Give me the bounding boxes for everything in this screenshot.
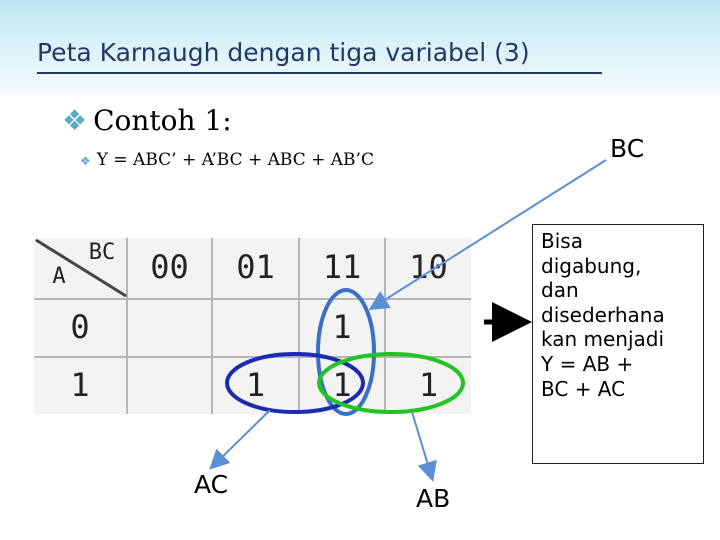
cell-1-10: 1 <box>418 366 439 404</box>
note-line: dan <box>541 278 579 303</box>
title-underline <box>37 72 602 74</box>
slide-header-background <box>0 0 720 95</box>
col-header-01: 01 <box>236 248 275 286</box>
explanation-box: Bisa digabung, dan disederhana kan menja… <box>532 224 704 464</box>
corner-a-label: A <box>52 264 66 289</box>
bullet-example: ❖Contoh 1: <box>62 104 232 137</box>
note-line: disederhana <box>541 302 665 327</box>
grid-line <box>34 356 471 358</box>
grid-line <box>298 238 300 414</box>
corner-bc-label: BC <box>88 240 116 265</box>
label-bc: BC <box>610 134 645 163</box>
note-line: Bisa <box>541 229 583 253</box>
cell-0-11: 1 <box>332 308 352 346</box>
cell-1-11: 1 <box>332 366 352 404</box>
group-ac-ellipse <box>225 352 365 414</box>
bullet-icon: ❖ <box>80 154 91 168</box>
col-header-00: 00 <box>150 248 189 286</box>
note-line: Y = AB + <box>541 351 634 376</box>
cell-1-01: 1 <box>245 366 266 404</box>
group-bc-ellipse <box>316 288 376 416</box>
label-ab: AB <box>416 484 451 513</box>
grid-line <box>384 238 386 414</box>
grid-line <box>126 238 128 414</box>
label-ac: AC <box>194 470 229 499</box>
row-header-1: 1 <box>70 366 90 404</box>
karnaugh-map: BC A 00 01 11 10 0 1 1 1 1 1 <box>34 238 471 414</box>
note-line: BC + AC <box>541 376 626 401</box>
arrow-ac <box>209 409 271 470</box>
grid-line <box>211 238 213 414</box>
arrow-bc <box>368 159 607 311</box>
bullet-icon: ❖ <box>62 104 88 137</box>
row-header-0: 0 <box>70 308 90 346</box>
grid-line <box>34 298 471 300</box>
note-line: kan menjadi <box>541 327 665 352</box>
col-header-11: 11 <box>322 248 362 286</box>
group-ab-ellipse <box>317 352 465 414</box>
bullet-equation: ❖ Y = ABC’ + A’BC + ABC + AB’C <box>80 150 374 170</box>
arrow-ab <box>411 411 437 482</box>
equation-text: Y = ABC’ + A’BC + ABC + AB’C <box>96 150 374 170</box>
corner-diagonal <box>35 238 127 298</box>
note-line: digabung, <box>541 253 642 278</box>
slide-title: Peta Karnaugh dengan tiga variabel (3) <box>37 38 530 67</box>
bullet-example-text: Contoh 1: <box>93 104 232 137</box>
